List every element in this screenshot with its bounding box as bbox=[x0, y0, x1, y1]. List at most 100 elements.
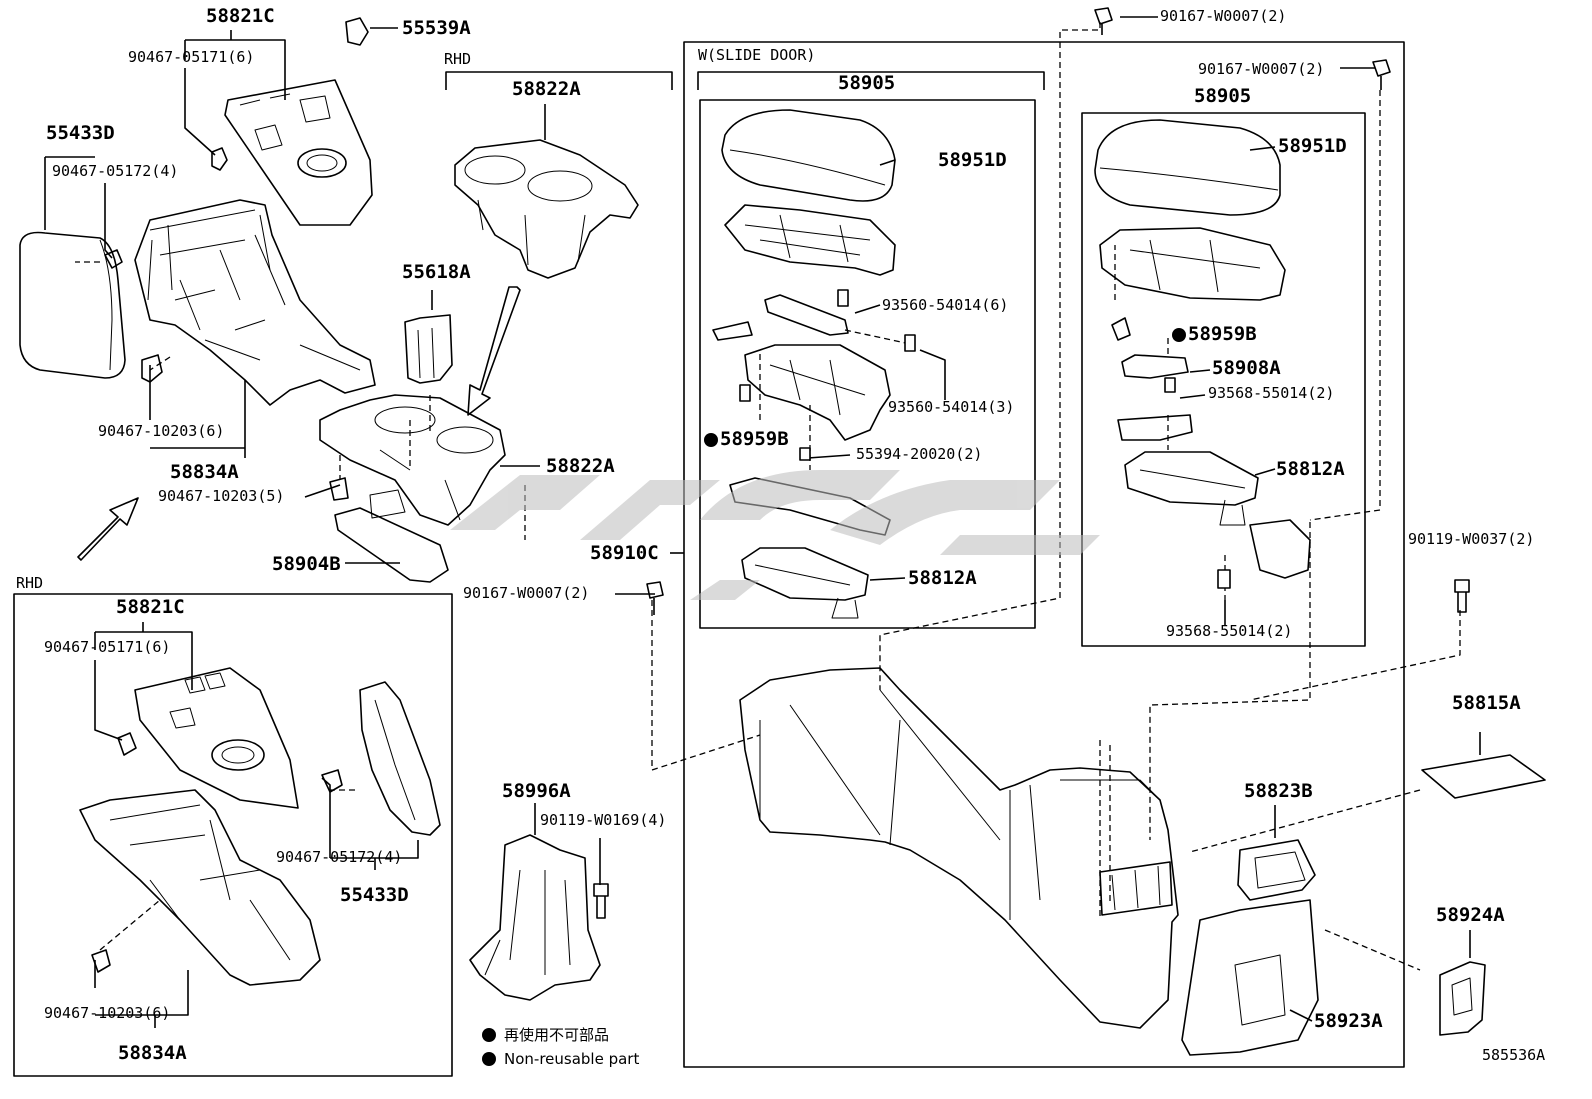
console-opening bbox=[1099, 861, 1173, 916]
console-frame-58834A bbox=[134, 199, 376, 406]
panel-58923A bbox=[1181, 899, 1319, 1056]
armrest-lid-58951D-right bbox=[1094, 119, 1281, 216]
part-label-90167-W0007-right: 90167-W0007(2) bbox=[1198, 60, 1325, 78]
tray-58904B bbox=[334, 507, 449, 583]
part-label-93560-54014-3: 93560-54014(3) bbox=[888, 398, 1015, 416]
legend-en-text: Non-reusable part bbox=[504, 1050, 640, 1068]
bolt-90167-W0007-right bbox=[1372, 59, 1391, 90]
clip-90467-10203 bbox=[141, 354, 163, 383]
part-label-58812A-right: 58812A bbox=[1276, 458, 1345, 480]
part-label-55433D-top: 55433D bbox=[46, 122, 115, 144]
legend-non-reusable-jp: 再使用不可部品 bbox=[482, 1028, 609, 1043]
part-label-55618A: 55618A bbox=[402, 261, 471, 283]
part-label-58812A-left: 58812A bbox=[908, 567, 977, 589]
hinge-right bbox=[1117, 414, 1193, 441]
part-label-58904B: 58904B bbox=[272, 553, 341, 575]
clip-90467-05172 bbox=[104, 249, 123, 269]
armrest-lid-58951D bbox=[721, 109, 896, 202]
cup-holder-58822A-lower bbox=[319, 394, 506, 526]
clip-90467-05171 bbox=[211, 147, 228, 171]
part-label-90119-W0037: 90119-W0037(2) bbox=[1408, 530, 1535, 548]
rhd-top-bracket bbox=[445, 71, 673, 90]
part-label-90467-10203-6-top: 90467-10203(6) bbox=[98, 422, 225, 440]
legend-jp-text: 再使用不可部品 bbox=[504, 1026, 610, 1044]
header-rhd-top: RHD bbox=[444, 50, 472, 68]
tray-58812A-left bbox=[741, 547, 869, 601]
part-label-58815A: 58815A bbox=[1452, 692, 1521, 714]
legend-dot-icon bbox=[482, 1028, 496, 1042]
mat-58815A bbox=[1421, 754, 1546, 799]
armrest-pad-55433D bbox=[19, 231, 126, 379]
part-label-55394-20020: 55394-20020(2) bbox=[856, 445, 983, 463]
header-slide-door: W(SLIDE DOOR) bbox=[698, 46, 816, 64]
part-label-90467-05172-box: 90467-05172(4) bbox=[276, 848, 403, 866]
part-label-55433D-box: 55433D bbox=[340, 884, 409, 906]
part-label-90467-10203-box: 90467-10203(6) bbox=[44, 1004, 171, 1022]
part-label-58834A-top: 58834A bbox=[170, 461, 239, 483]
part-label-93560-54014-6: 93560-54014(6) bbox=[882, 296, 1009, 314]
lid-frame-right bbox=[1099, 227, 1286, 301]
slide-door-bracket bbox=[697, 71, 1045, 90]
inner-frame bbox=[744, 344, 891, 441]
part-label-90119-W0169: 90119-W0169(4) bbox=[540, 811, 667, 829]
legend-non-reusable-en: Non-reusable part bbox=[482, 1052, 639, 1067]
bolt-90119-W0037 bbox=[1454, 579, 1470, 613]
dashed-connectors bbox=[75, 22, 1461, 971]
console-frame-58834A-rhd bbox=[79, 789, 321, 986]
part-label-58959B-left-text: 58959B bbox=[720, 428, 789, 450]
watermark-logo bbox=[450, 470, 1100, 600]
part-label-58821C-box: 58821C bbox=[116, 596, 185, 618]
rhd-inset-frame bbox=[13, 593, 453, 1077]
clip-90467-10203-5 bbox=[329, 477, 349, 501]
part-label-58834A-box: 58834A bbox=[118, 1042, 187, 1064]
part-label-90467-05171-box: 90467-05171(6) bbox=[44, 638, 171, 656]
part-label-58905-right: 58905 bbox=[1194, 85, 1252, 107]
upper-panel-58821C-rhd bbox=[134, 667, 299, 809]
clip-90467-05172-rhd bbox=[321, 769, 343, 793]
part-label-58951D-left: 58951D bbox=[938, 149, 1007, 171]
part-label-58910C: 58910C bbox=[590, 542, 659, 564]
bolt-90167-W0007-top bbox=[1094, 7, 1113, 35]
part-label-58822A-mid: 58822A bbox=[546, 455, 615, 477]
part-label-90467-10203-5: 90467-10203(5) bbox=[158, 487, 285, 505]
hinge-part bbox=[764, 294, 849, 336]
part-label-58923A: 58923A bbox=[1314, 1010, 1383, 1032]
hinge-bracket-right bbox=[1249, 519, 1311, 579]
bolt-90167-W0007-mid bbox=[646, 581, 664, 615]
latch-part bbox=[712, 321, 753, 341]
console-main-body bbox=[739, 667, 1179, 1029]
assembly-arrow-center bbox=[467, 286, 521, 416]
bolt-90119-W0169 bbox=[593, 883, 609, 919]
tray-58812A-right bbox=[1124, 451, 1259, 506]
part-label-90467-05172-top: 90467-05172(4) bbox=[52, 162, 179, 180]
clip-90467-10203-rhd bbox=[91, 949, 111, 973]
part-label-58823B: 58823B bbox=[1244, 780, 1313, 802]
insert-55618A bbox=[404, 314, 453, 384]
part-label-58908A: 58908A bbox=[1212, 357, 1281, 379]
part-label-90167-W0007-top: 90167-W0007(2) bbox=[1160, 7, 1287, 25]
legend-dot-icon bbox=[482, 1052, 496, 1066]
slide-door-console-box bbox=[699, 99, 1036, 629]
part-label-58821C-top: 58821C bbox=[206, 5, 275, 27]
clip-90467-05171-rhd bbox=[117, 732, 137, 756]
clip-55539A bbox=[345, 17, 369, 46]
armrest-pad-55433D-rhd bbox=[359, 681, 441, 836]
latch-58908A bbox=[1121, 354, 1189, 379]
cup-holder-58822A bbox=[454, 139, 639, 279]
part-label-58951D-right: 58951D bbox=[1278, 135, 1347, 157]
part-label-58905-left: 58905 bbox=[838, 72, 896, 94]
part-label-58924A: 58924A bbox=[1436, 904, 1505, 926]
part-label-58959B-right-text: 58959B bbox=[1188, 323, 1257, 345]
part-label-93568-55014-a: 93568-55014(2) bbox=[1208, 384, 1335, 402]
clip-58959B-right bbox=[1111, 317, 1131, 341]
part-label-58959B-right: 58959B bbox=[1172, 325, 1257, 344]
pocket-58823B bbox=[1237, 839, 1316, 901]
part-label-93568-55014-b: 93568-55014(2) bbox=[1166, 622, 1293, 640]
part-label-58959B-left: 58959B bbox=[704, 430, 789, 449]
part-label-58996A: 58996A bbox=[502, 780, 571, 802]
header-rhd-box: RHD bbox=[16, 574, 44, 592]
right-section-frame bbox=[683, 41, 1405, 1068]
non-reusable-dot-icon bbox=[704, 433, 718, 447]
part-label-90167-W0007-mid: 90167-W0007(2) bbox=[463, 584, 590, 602]
upper-panel-58821C bbox=[224, 79, 373, 226]
